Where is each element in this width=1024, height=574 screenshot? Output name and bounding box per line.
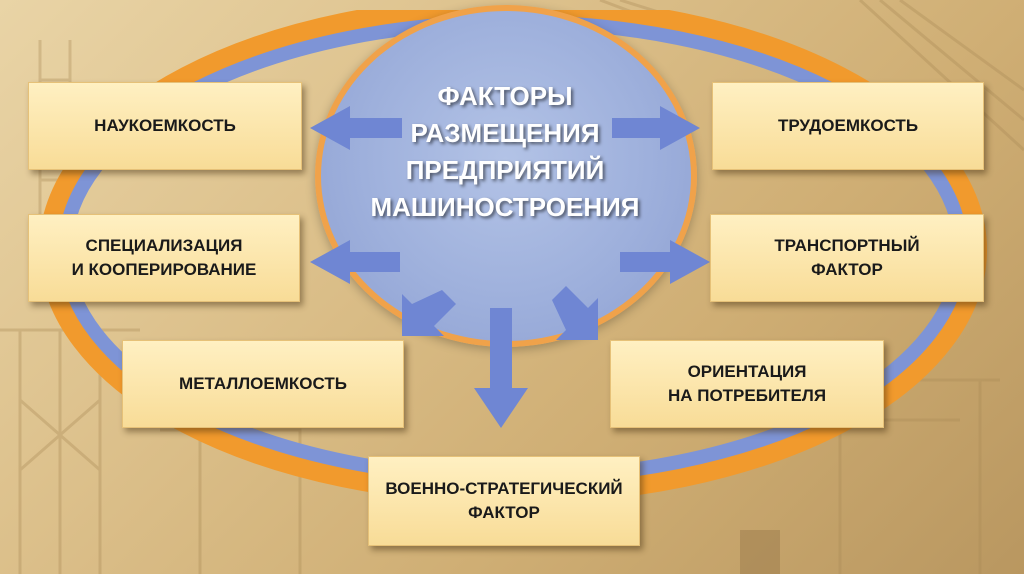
factor-metal-intensity: МЕТАЛЛОЕМКОСТЬ xyxy=(122,340,404,428)
arrow-down-left-icon xyxy=(402,290,456,336)
arrow-right-top-icon xyxy=(612,106,700,150)
factor-transport: ТРАНСПОРТНЫЙ ФАКТОР xyxy=(710,214,984,302)
arrow-left-middle-icon xyxy=(310,240,400,284)
factor-consumer-orientation: ОРИЕНТАЦИЯ НА ПОТРЕБИТЕЛЯ xyxy=(610,340,884,428)
factor-specialization: СПЕЦИАЛИЗАЦИЯ И КООПЕРИРОВАНИЕ xyxy=(28,214,300,302)
factor-military-strategic: ВОЕННО-СТРАТЕГИЧЕСКИЙ ФАКТОР xyxy=(368,456,640,546)
factor-science-intensity: НАУКОЕМКОСТЬ xyxy=(28,82,302,170)
factor-labor-intensity: ТРУДОЕМКОСТЬ xyxy=(712,82,984,170)
arrow-right-middle-icon xyxy=(620,240,710,284)
arrow-down-icon xyxy=(474,308,528,428)
arrow-left-top-icon xyxy=(310,106,402,150)
arrow-down-right-icon xyxy=(552,286,598,340)
